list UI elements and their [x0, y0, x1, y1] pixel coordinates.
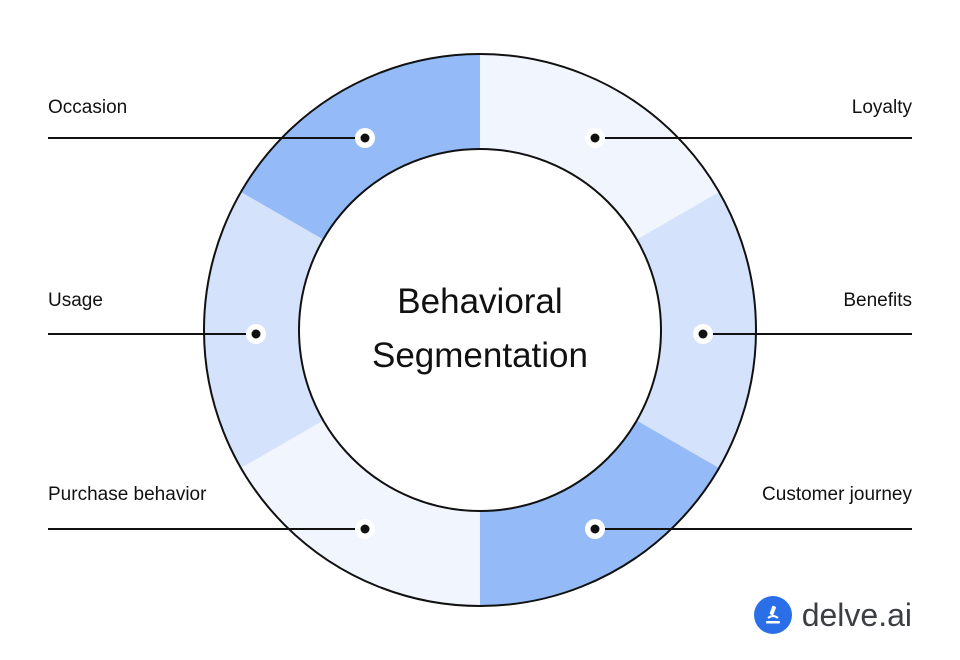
ring-segment-customer-journey: [480, 420, 720, 606]
microscope-icon: [753, 596, 792, 634]
connector-dot-occasion: [360, 133, 370, 143]
segment-label-occasion: Occasion: [48, 97, 128, 118]
center-title-line-2: Segmentation: [372, 336, 588, 375]
segment-label-purchase-behavior: Purchase behavior: [48, 484, 207, 505]
inner-circle: [298, 148, 662, 512]
ring-segment-purchase-behavior: [240, 420, 480, 606]
connector-dot-usage: [251, 329, 261, 339]
center-title: Behavioral Segmentation: [300, 275, 660, 383]
segment-label-loyalty: Loyalty: [851, 97, 912, 118]
outer-ring-outline: [203, 53, 757, 607]
brand-logo: delve.ai: [753, 596, 912, 634]
connector-dot-purchase-behavior: [360, 524, 370, 534]
segment-label-customer-journey: Customer journey: [762, 484, 912, 505]
connector-dot-customer-journey: [590, 524, 600, 534]
segment-label-usage: Usage: [48, 290, 103, 311]
connector-dot-benefits: [698, 329, 708, 339]
center-title-line-1: Behavioral: [397, 282, 563, 321]
segment-label-benefits: Benefits: [843, 290, 912, 311]
connector-dot-loyalty: [590, 133, 600, 143]
brand-name: delve.ai: [801, 596, 912, 633]
